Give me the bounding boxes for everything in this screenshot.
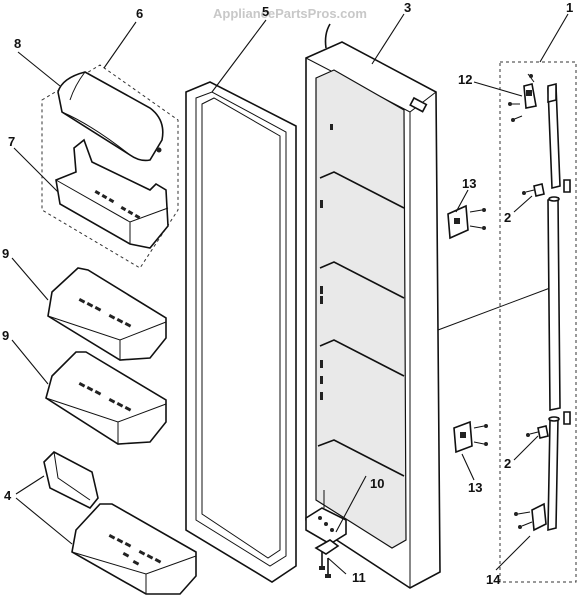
leader-lines [11,13,569,575]
watermark-text: AppliancePartsPros.com [213,6,367,21]
door-bin-upper[interactable] [47,267,167,361]
handle-mount-bracket-upper[interactable] [447,204,486,240]
callout-1: 1 [566,0,573,15]
refrigerator-door[interactable] [305,23,441,589]
door-bin-middle[interactable] [45,351,167,445]
callout-3: 3 [404,0,411,15]
callout-7: 7 [8,134,15,149]
callout-9-upper: 9 [2,246,9,261]
handle-bushing-lower[interactable] [526,425,549,439]
callout-11: 11 [352,570,366,585]
handle-kit-panel [437,61,577,583]
handle-mount-bracket-lower[interactable] [453,420,488,454]
mounting-screws[interactable] [314,539,340,578]
callout-13-lower: 13 [468,480,482,495]
handle-top-bracket[interactable] [508,73,537,122]
callout-4: 4 [4,488,12,503]
handle-bushing-upper[interactable] [522,183,545,197]
callout-2-upper: 2 [504,210,511,225]
door-gasket[interactable] [185,81,297,583]
dairy-compartment-assembly [41,64,179,269]
dairy-door-cover[interactable] [57,71,164,162]
callout-5: 5 [262,4,269,19]
callout-14: 14 [486,572,501,587]
callout-8: 8 [14,36,21,51]
callout-13-upper: 13 [462,176,476,191]
callout-9-lower: 9 [2,328,9,343]
door-bin-lower-with-flap[interactable] [43,451,197,595]
dairy-bin[interactable] [55,138,169,249]
handle-bottom-screws[interactable] [514,511,533,529]
door-hinge-bracket[interactable] [305,490,347,545]
door-handle[interactable] [547,84,561,532]
callout-10: 10 [370,476,384,491]
callout-12: 12 [458,72,472,87]
callout-6: 6 [136,6,143,21]
callout-2-lower: 2 [504,456,511,471]
